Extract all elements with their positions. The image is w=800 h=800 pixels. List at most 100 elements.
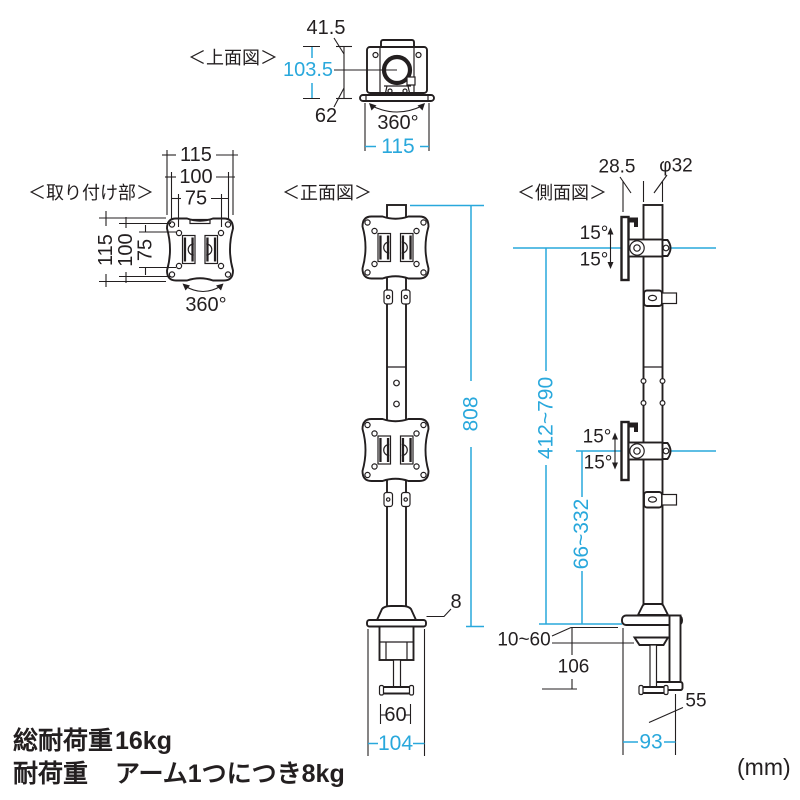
vesa-plate-upper (361, 215, 430, 280)
total-load-value: 16kg (115, 727, 172, 755)
mount-top-100: 100 (179, 166, 212, 188)
top-width-dim: 115 (381, 135, 414, 158)
mount-view: ＜取り付け部＞ 115 100 75 115 100 75 360° (28, 144, 238, 316)
pole-bump (659, 378, 666, 385)
arrowhead (369, 103, 377, 111)
clip-tab (661, 493, 678, 506)
top-view: ＜上面図＞ 360° 115 103.5 41.5 62 (188, 17, 435, 158)
arrowhead (607, 262, 614, 269)
clamp-body-front (378, 625, 415, 661)
pole-bump (640, 378, 647, 385)
clamp-top-arm (621, 614, 683, 626)
top-view-screw (372, 51, 379, 59)
top-rotation-dim: 360° (377, 112, 418, 134)
mount-rotation-dim: 360° (185, 294, 226, 316)
base-width-dim: 104 (378, 732, 413, 755)
clamp-height-dim: 106 (558, 657, 590, 678)
tilt2-down-dim: 15° (584, 453, 613, 474)
tilt1-up-dim: 15° (580, 223, 609, 244)
arrowhead (417, 103, 425, 111)
cable-clip-side (643, 289, 663, 307)
handle-width-dim: 60 (384, 704, 406, 726)
arrowhead (612, 432, 618, 440)
mount-plate-slot (189, 218, 211, 225)
mount-view-label: ＜取り付け部＞ (28, 183, 154, 203)
top-view-base-plate (359, 94, 435, 102)
clamp-handle-front (380, 686, 413, 695)
clamp-screw-side (649, 644, 658, 688)
leader-line (333, 87, 345, 108)
pole-hole (393, 379, 400, 387)
mount-left-75: 75 (135, 239, 157, 261)
mount-top-75: 75 (185, 188, 207, 210)
clamp-depth-dim: 55 (685, 691, 706, 712)
clip-tab (661, 292, 678, 305)
height-range-upper-dim: 412~790 (535, 377, 558, 459)
tilt2-up-dim: 15° (583, 427, 612, 448)
arrowhead (182, 283, 190, 291)
per-arm-load-label: 耐荷重 (13, 760, 88, 788)
arrowhead (607, 227, 614, 235)
pivot-cone-lower (661, 442, 672, 460)
cable-clip-side (643, 491, 663, 509)
vesa-plate (166, 217, 234, 282)
leader-line (619, 176, 632, 194)
base-disc (366, 619, 427, 628)
front-view: ＜正面図＞ 8 808 60 104 (282, 183, 484, 756)
pole-hole (393, 400, 400, 408)
pole-height-dim: 808 (460, 396, 483, 431)
leader-line (653, 174, 668, 194)
side-pole (642, 204, 664, 605)
rotation-arc (184, 285, 222, 293)
vesa-bracket-side-upper (620, 215, 630, 282)
unit-note: (mm) (737, 754, 791, 780)
mount-top-115: 115 (180, 144, 212, 166)
cable-clip (383, 491, 394, 508)
top-front-dim: 41.5 (307, 17, 346, 39)
top-view-knob (406, 76, 416, 86)
pole-flare (636, 603, 670, 616)
cable-clip (383, 289, 394, 305)
side-view: ＜側面図＞ (497, 156, 716, 755)
front-view-label: ＜正面図＞ (282, 183, 372, 203)
vesa-plate-lower (361, 418, 430, 482)
base-bell (375, 605, 418, 621)
cable-clip (400, 491, 411, 508)
pole-bump (640, 400, 647, 407)
clamp-spine (668, 614, 682, 691)
tilt1-down-dim: 15° (580, 250, 609, 271)
total-load-label: 総耐荷重 (13, 726, 113, 755)
rotation-arc (371, 105, 423, 113)
footer-notes: 総耐荷重 16kg 耐荷重 アーム1つにつき8kg (mm) (13, 726, 791, 788)
top-view-screw (415, 51, 422, 59)
top-view-bracket (384, 85, 411, 96)
side-view-label: ＜側面図＞ (517, 183, 607, 203)
bracket-hook (628, 422, 638, 432)
leader-line (426, 608, 452, 618)
clamp-range-dim: 10~60 (497, 630, 550, 651)
leader-line (551, 626, 618, 637)
offset-dim: 28.5 (599, 157, 636, 178)
top-depth-dim: 103.5 (283, 59, 333, 81)
top-view-label: ＜上面図＞ (188, 48, 278, 68)
leader-line (648, 706, 684, 724)
leader-line (333, 37, 345, 55)
mount-left-100: 100 (115, 233, 137, 266)
pivot-cone-upper (661, 239, 672, 257)
per-arm-load-value: アーム1つにつき8kg (115, 760, 345, 788)
arrowhead (216, 283, 224, 291)
top-back-dim: 62 (315, 105, 337, 127)
vesa-bracket-side-lower (620, 420, 630, 482)
clamp-jaw-pad (632, 636, 670, 646)
base-thickness-dim: 8 (450, 591, 461, 613)
clamp-handle-side (640, 686, 667, 694)
clamp-screw-front (392, 659, 402, 688)
height-range-lower-dim: 66~332 (570, 499, 593, 570)
bracket-hook (628, 217, 638, 227)
pole-diameter-dim: φ32 (659, 156, 692, 177)
mount-left-115: 115 (95, 234, 117, 266)
pole-bump (659, 400, 666, 407)
cable-clip (400, 289, 411, 305)
